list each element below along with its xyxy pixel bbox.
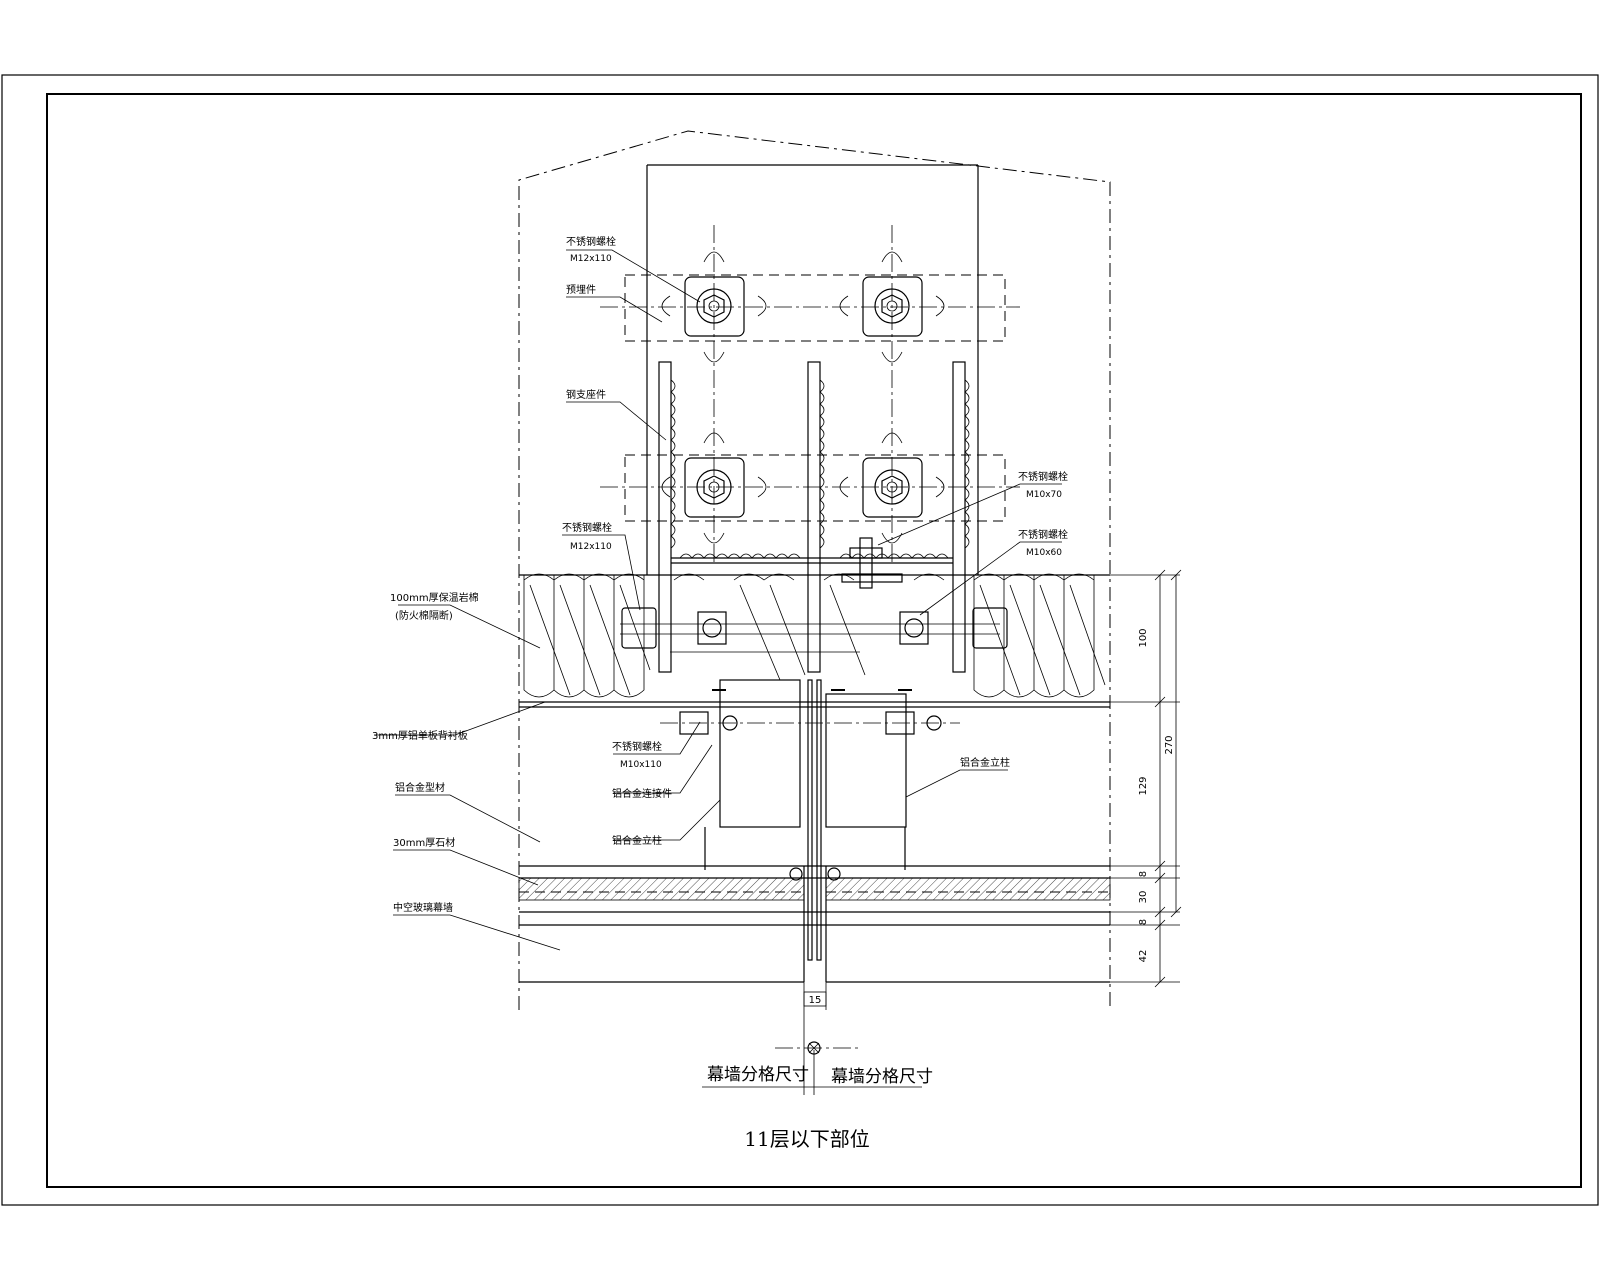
anchor-bolt-br <box>839 432 945 544</box>
label-insulation-sub: (防火棉隔断) <box>395 609 453 622</box>
label-ss-bolt-right: 不锈钢螺栓 <box>1018 470 1068 483</box>
label-alu-frame: 铝合金型材 <box>395 781 445 794</box>
through-bolts <box>621 607 1008 649</box>
drawing-caption: 11层以下部位 <box>744 1127 869 1151</box>
label-mullion-right: 铝合金立柱 <box>960 756 1010 769</box>
dim-42: 42 <box>1138 950 1149 963</box>
facing-layers <box>518 865 1111 983</box>
label-ss-nut-right: 不锈钢螺栓 <box>1018 528 1068 541</box>
label-embed-plate: 预埋件 <box>566 284 596 296</box>
label-ss-bolt-lower-spec: M10x110 <box>620 760 662 770</box>
inner-frame <box>46 93 1582 1188</box>
dim-100: 100 <box>1138 628 1149 647</box>
concrete-outline <box>518 130 1111 1010</box>
insulation-layer <box>519 573 1110 708</box>
steel-bracket-plates <box>658 361 970 673</box>
grid-size-left: 幕墙分格尺寸 <box>707 1065 809 1085</box>
label-steel-bracket: 钢支座件 <box>566 388 606 401</box>
anchor-bolt-tl <box>661 251 767 363</box>
label-glass: 中空玻璃幕墙 <box>393 901 453 914</box>
dim-8a: 8 <box>1138 871 1149 877</box>
label-alu-connector: 铝合金连接件 <box>612 787 672 800</box>
dim-30: 30 <box>1138 891 1149 904</box>
joint-dimension <box>803 982 827 1095</box>
aluminium-mullions <box>660 679 960 961</box>
anchor-bolt-tr <box>839 251 945 363</box>
label-anchor-bolt: 不锈钢螺栓 <box>566 235 616 248</box>
label-ss-bolt-left: 不锈钢螺栓 <box>562 521 612 534</box>
label-ss-bolt-left-spec: M12x110 <box>570 542 612 552</box>
label-mullion-left: 铝合金立柱 <box>612 834 662 847</box>
dim-8b: 8 <box>1138 919 1149 925</box>
label-stone: 30mm厚石材 <box>393 836 455 849</box>
label-insulation: 100mm厚保温岩棉 <box>390 591 479 604</box>
label-ss-nut-right-spec: M10x60 <box>1026 548 1062 558</box>
outer-frame <box>1 74 1599 1206</box>
dim-129: 129 <box>1138 776 1149 795</box>
label-anchor-bolt-spec: M12x110 <box>570 254 612 264</box>
dim-270: 270 <box>1164 735 1175 754</box>
dimension-chain <box>1110 569 1182 988</box>
label-ss-bolt-lower: 不锈钢螺栓 <box>612 740 662 753</box>
label-ss-bolt-right-spec: M10x70 <box>1026 490 1062 500</box>
grid-marker <box>702 1041 922 1095</box>
anchor-bolt-bl <box>661 432 767 544</box>
grid-size-right: 幕墙分格尺寸 <box>831 1067 933 1087</box>
dim-15: 15 <box>809 995 822 1006</box>
label-backing-plate: 3mm厚铝单板背衬板 <box>372 729 468 742</box>
embed-plate-block <box>600 164 1020 575</box>
leader-lines <box>374 249 1062 951</box>
